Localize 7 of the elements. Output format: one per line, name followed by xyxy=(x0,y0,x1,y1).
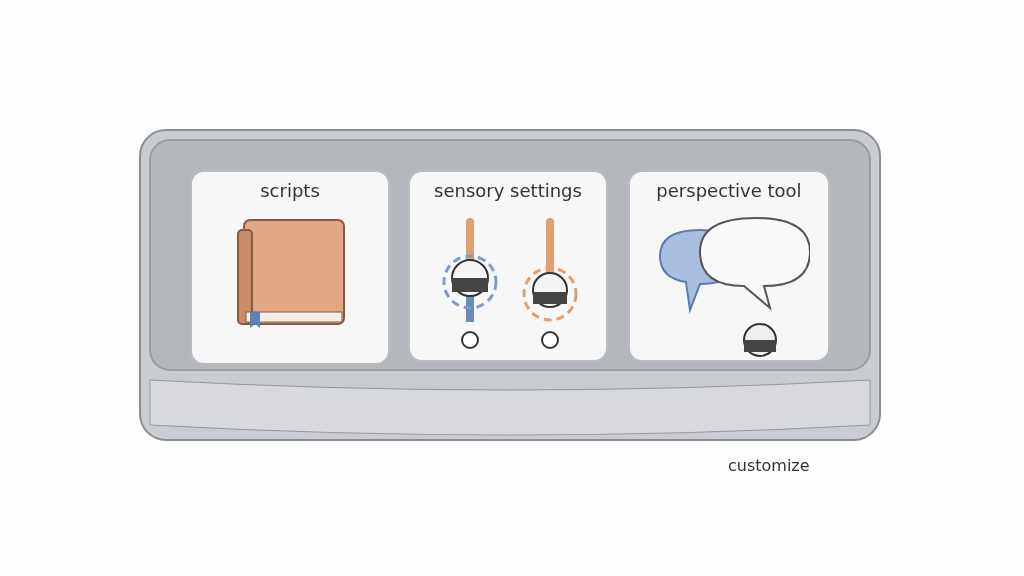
caption-text: customize xyxy=(728,456,810,475)
compartment-card xyxy=(628,170,830,362)
compartment-title: sensory settings xyxy=(433,180,583,201)
compartment-title: scripts xyxy=(259,180,321,201)
compartment-card xyxy=(408,170,608,362)
compartment-title: perspective tool xyxy=(655,180,803,201)
compartment-card xyxy=(190,170,390,365)
